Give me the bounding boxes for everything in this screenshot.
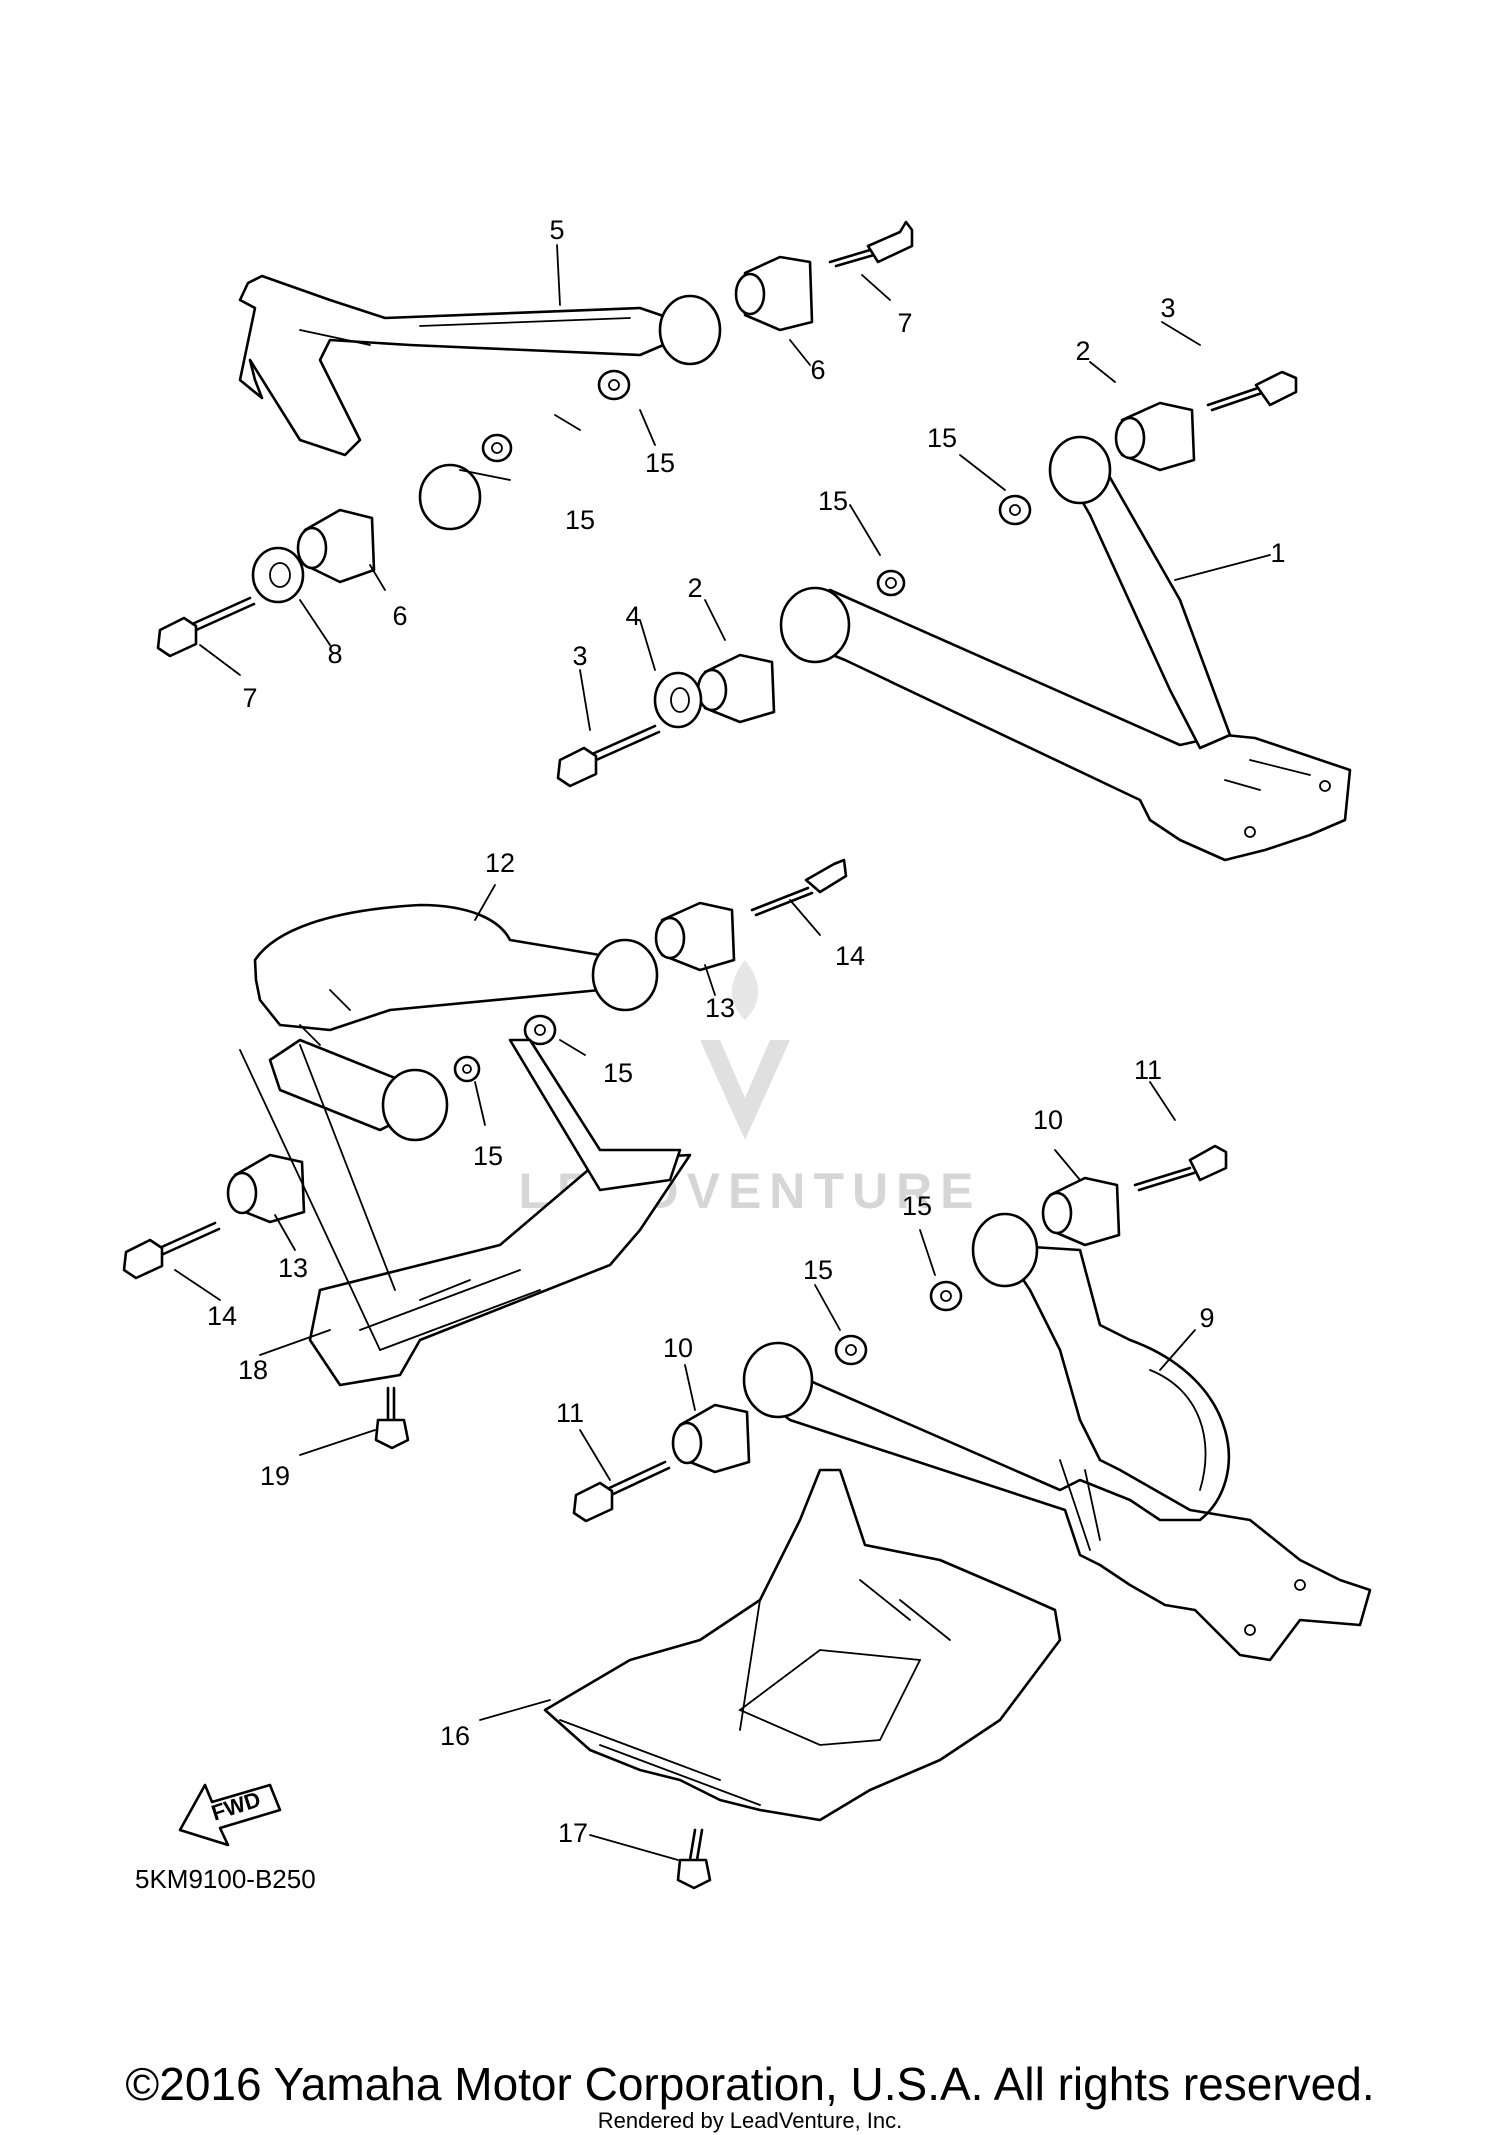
callout-7-upper: 7 xyxy=(897,308,912,338)
bolt-3-right xyxy=(1206,370,1298,412)
callout-4: 4 xyxy=(625,601,640,631)
upper-arm-5 xyxy=(238,274,722,531)
callout-2-right: 2 xyxy=(1075,336,1090,366)
callout-15-d: 15 xyxy=(818,486,848,516)
callout-15-b: 15 xyxy=(565,505,595,535)
nut-15-f xyxy=(453,1055,481,1083)
guard-16 xyxy=(543,1468,1062,1822)
callout-15-e: 15 xyxy=(603,1058,633,1088)
callout-18: 18 xyxy=(238,1355,268,1385)
callout-9: 9 xyxy=(1199,1303,1214,1333)
bushing-10-lower xyxy=(671,1403,751,1474)
washer-4 xyxy=(653,671,703,729)
callouts: 1 2 2 3 3 4 5 6 6 7 7 8 9 10 10 11 11 12… xyxy=(207,215,1286,1848)
callout-2-left: 2 xyxy=(687,573,702,603)
bolt-14-lower xyxy=(122,1221,221,1280)
callout-8: 8 xyxy=(327,639,342,669)
nut-15-d xyxy=(876,569,906,597)
upper-arm-1 xyxy=(779,435,1352,862)
fwd-arrow-icon: FWD xyxy=(178,1783,282,1847)
callout-7-lower: 7 xyxy=(242,683,257,713)
bolt-7-upper xyxy=(828,220,914,268)
callout-14-lower: 14 xyxy=(207,1301,237,1331)
nut-15-e xyxy=(523,1014,557,1046)
callout-12: 12 xyxy=(485,848,515,878)
screw-19 xyxy=(374,1386,410,1450)
bolt-3-left xyxy=(556,724,661,788)
callout-3-left: 3 xyxy=(572,641,587,671)
callout-13-lower: 13 xyxy=(278,1253,308,1283)
bushing-2-right xyxy=(1114,401,1196,472)
bolt-14-upper xyxy=(750,858,848,917)
callout-6-lower: 6 xyxy=(392,601,407,631)
guard-18 xyxy=(239,1038,692,1387)
screw-17 xyxy=(676,1828,712,1890)
bushing-13-lower xyxy=(226,1153,306,1224)
callout-10-upper: 10 xyxy=(1033,1105,1063,1135)
callout-15-g: 15 xyxy=(902,1191,932,1221)
bushing-13-upper xyxy=(654,901,736,972)
callout-13-upper: 13 xyxy=(705,993,735,1023)
callout-5: 5 xyxy=(549,215,564,245)
nut-15-h xyxy=(834,1334,868,1366)
nut-15-b xyxy=(481,433,513,463)
callout-6-upper: 6 xyxy=(810,355,825,385)
callout-10-lower: 10 xyxy=(663,1333,693,1363)
callout-3-right: 3 xyxy=(1160,293,1175,323)
bushing-2-left xyxy=(696,653,776,724)
bushing-6-lower xyxy=(296,508,376,584)
lower-arm-12 xyxy=(253,903,659,1142)
copyright-notice: ©2016 Yamaha Motor Corporation, U.S.A. A… xyxy=(125,2058,1374,2110)
callout-11-lower: 11 xyxy=(556,1398,584,1428)
bolt-11-lower xyxy=(572,1460,671,1523)
lower-arm-9 xyxy=(742,1212,1372,1662)
callout-19: 19 xyxy=(260,1461,290,1491)
diagram-code: 5KM9100-B250 xyxy=(135,1864,316,1894)
callout-15-c: 15 xyxy=(927,423,957,453)
callout-15-a: 15 xyxy=(645,448,675,478)
nut-15-a xyxy=(597,369,631,401)
callout-1: 1 xyxy=(1270,538,1285,568)
callout-16: 16 xyxy=(440,1721,470,1751)
bushing-10-upper xyxy=(1041,1176,1121,1247)
callout-15-h: 15 xyxy=(803,1255,833,1285)
bolt-7-lower xyxy=(156,596,256,658)
bolt-11-upper xyxy=(1133,1144,1228,1192)
leader-lines xyxy=(174,244,1271,1861)
nut-15-g xyxy=(929,1280,963,1312)
nut-15-c xyxy=(998,494,1032,526)
washer-8 xyxy=(251,546,305,604)
callout-15-f: 15 xyxy=(473,1141,503,1171)
rendered-by-note: Rendered by LeadVenture, Inc. xyxy=(598,2108,903,2133)
bushing-6-upper xyxy=(734,255,814,332)
callout-17: 17 xyxy=(558,1818,588,1848)
callout-14-upper: 14 xyxy=(835,941,865,971)
callout-11-upper: 11 xyxy=(1134,1055,1162,1085)
